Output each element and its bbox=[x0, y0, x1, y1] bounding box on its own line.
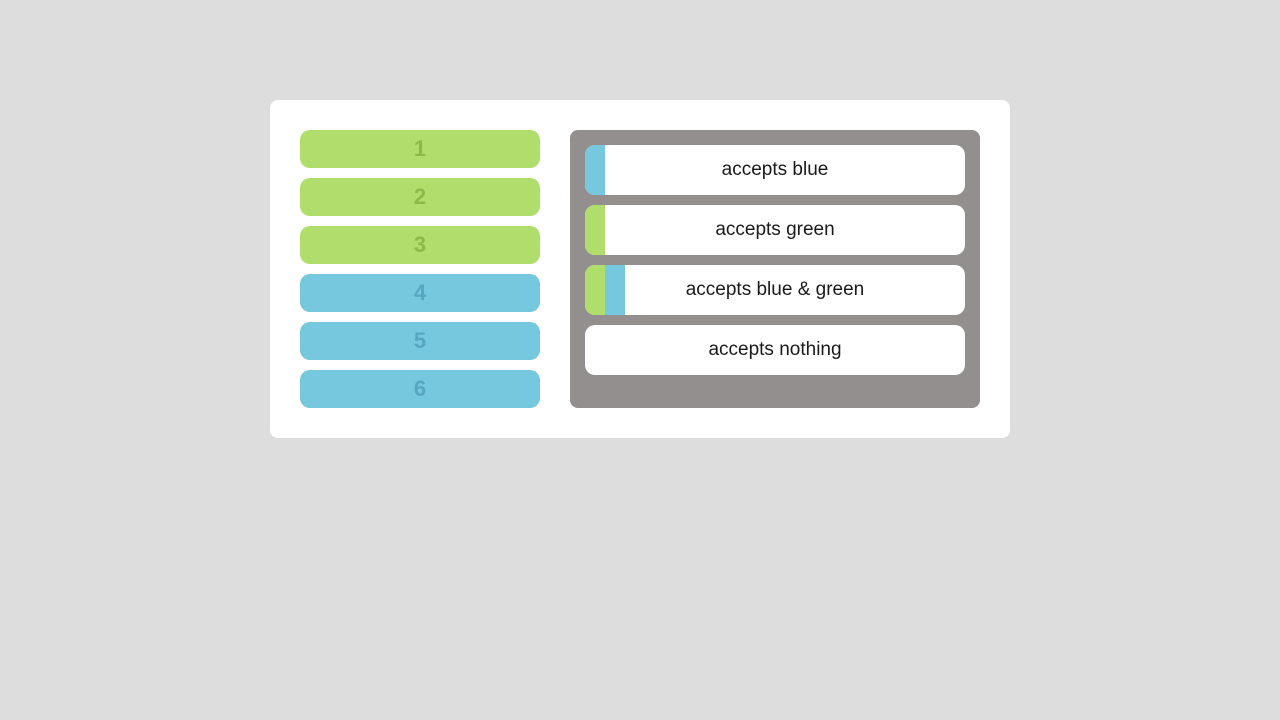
dropzone-label: accepts nothing bbox=[708, 339, 842, 360]
dropzone-label: accepts blue bbox=[721, 159, 829, 180]
dropzone-label: accepts green bbox=[715, 219, 835, 240]
green-stripe-icon bbox=[585, 265, 605, 315]
draggable-item-3[interactable]: 3 bbox=[300, 226, 540, 264]
blue-stripe-icon bbox=[605, 265, 625, 315]
accept-indicator bbox=[585, 145, 605, 195]
blue-stripe-icon bbox=[585, 145, 605, 195]
draggable-item-5[interactable]: 5 bbox=[300, 322, 540, 360]
dropzone-accepts-green[interactable]: accepts green bbox=[585, 205, 965, 255]
draggable-item-4[interactable]: 4 bbox=[300, 274, 540, 312]
accept-indicator bbox=[585, 265, 625, 315]
dropzone-accepts-blue[interactable]: accepts blue bbox=[585, 145, 965, 195]
draggable-list: 1 2 3 4 5 6 bbox=[300, 130, 540, 418]
dropzone-panel: accepts blue accepts green accepts blue … bbox=[570, 130, 980, 408]
green-stripe-icon bbox=[585, 205, 605, 255]
draggable-item-6[interactable]: 6 bbox=[300, 370, 540, 408]
main-card: 1 2 3 4 5 6 accepts blue accepts green a… bbox=[270, 100, 1010, 438]
accept-indicator bbox=[585, 205, 605, 255]
dropzone-label: accepts blue & green bbox=[685, 279, 865, 300]
dropzone-accepts-blue-green[interactable]: accepts blue & green bbox=[585, 265, 965, 315]
draggable-item-1[interactable]: 1 bbox=[300, 130, 540, 168]
dropzone-accepts-nothing[interactable]: accepts nothing bbox=[585, 325, 965, 375]
draggable-item-2[interactable]: 2 bbox=[300, 178, 540, 216]
